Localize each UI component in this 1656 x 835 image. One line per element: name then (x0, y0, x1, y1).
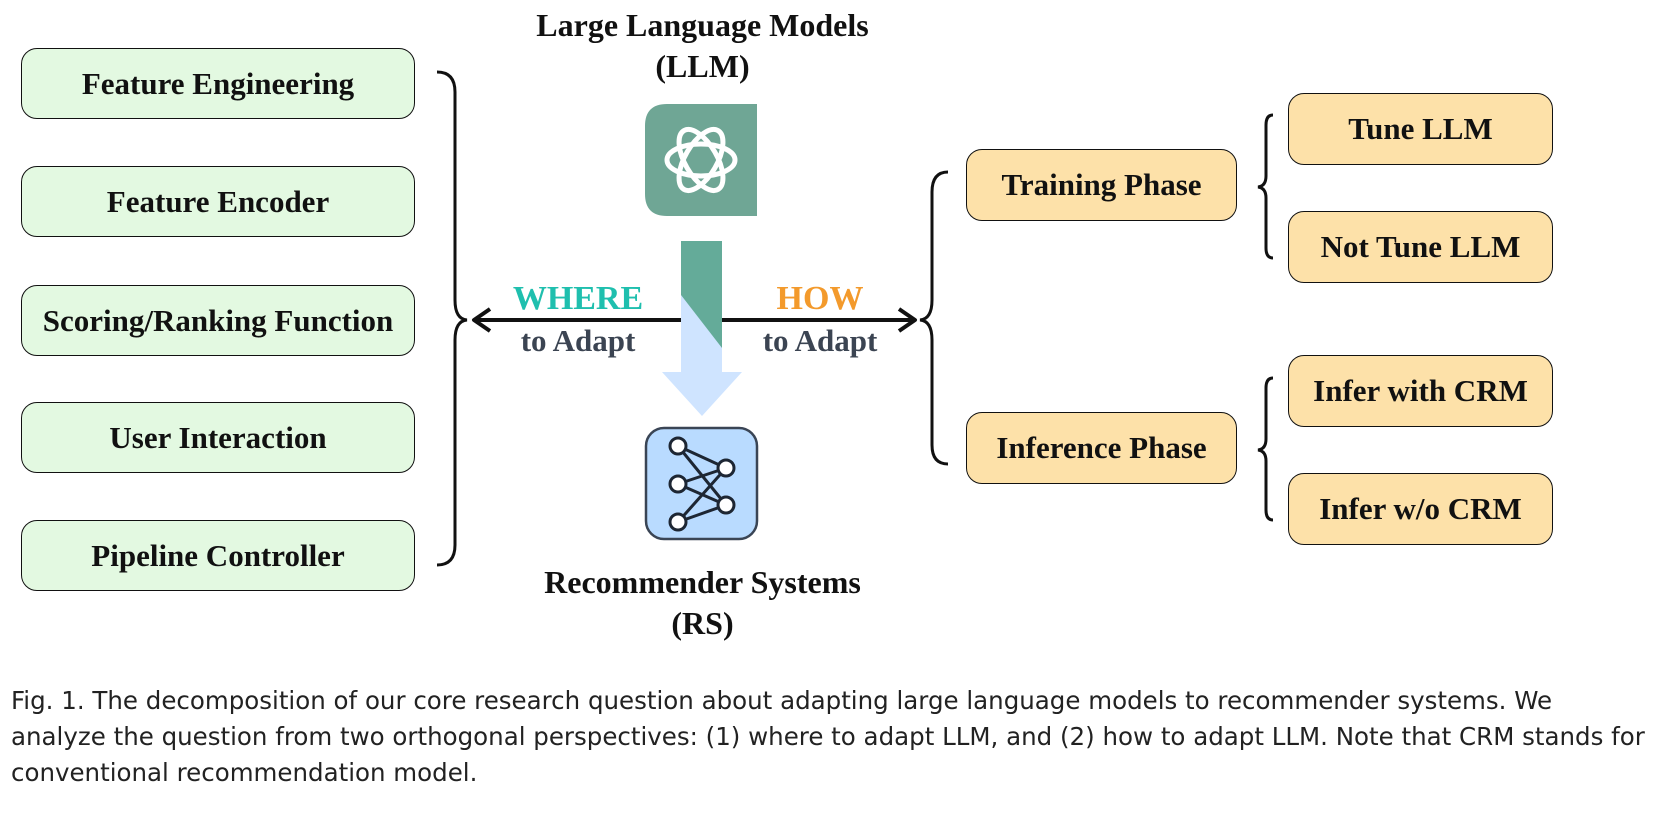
how-arrow-head (897, 307, 917, 333)
not-tune-llm-box: Not Tune LLM (1288, 211, 1553, 283)
tune-llm-box: Tune LLM (1288, 93, 1553, 165)
where-item-feature-engineering: Feature Engineering (21, 48, 415, 119)
figure-caption: Fig. 1. The decomposition of our core re… (11, 686, 1645, 787)
llm-title-line1: Large Language Models (536, 7, 869, 43)
how-rest: to Adapt (762, 323, 878, 358)
inference-brace (1257, 376, 1274, 522)
llm-title-line2: (LLM) (655, 48, 750, 84)
infer-without-crm-box: Infer w/o CRM (1288, 473, 1553, 545)
where-item-pipeline-controller: Pipeline Controller (21, 520, 415, 591)
neural-network-icon (644, 426, 759, 541)
right-brace (919, 170, 949, 466)
rs-title: Recommender Systems (RS) (480, 562, 925, 644)
training-brace (1257, 113, 1274, 260)
where-item-scoring-ranking-function: Scoring/Ranking Function (21, 285, 415, 356)
where-arrow-head (472, 307, 492, 333)
where-item-feature-encoder: Feature Encoder (21, 166, 415, 237)
where-keyword: WHERE (512, 280, 644, 317)
rs-title-line1: Recommender Systems (544, 564, 861, 600)
openai-logo-icon (645, 104, 757, 216)
how-keyword: HOW (776, 280, 864, 317)
where-rest: to Adapt (520, 323, 636, 358)
where-item-user-interaction: User Interaction (21, 402, 415, 473)
rs-title-line2: (RS) (671, 605, 734, 641)
training-phase-box: Training Phase (966, 149, 1237, 221)
down-arrow (662, 292, 742, 416)
llm-slant-bar (681, 241, 722, 348)
infer-with-crm-box: Infer with CRM (1288, 355, 1553, 427)
llm-title: Large Language Models (LLM) (480, 5, 925, 87)
left-brace (436, 70, 468, 567)
inference-phase-box: Inference Phase (966, 412, 1237, 484)
